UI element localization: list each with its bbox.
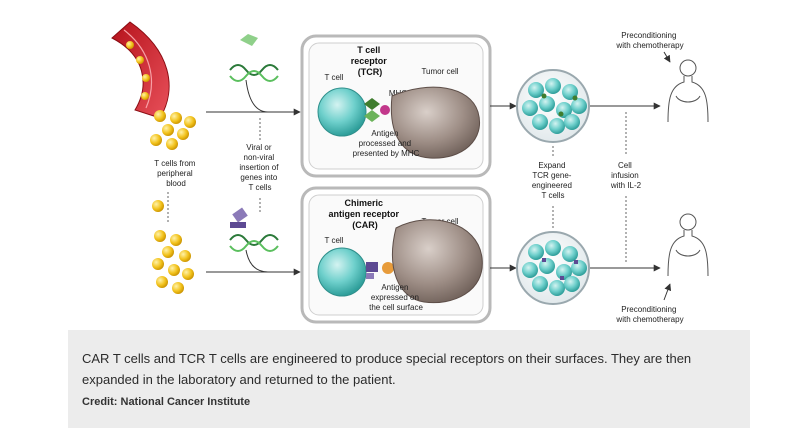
- car-panel: Chimeric antigen receptor (CAR) T cell T…: [300, 186, 492, 324]
- car-t-cell: [317, 247, 367, 297]
- tcr-title: T cell receptor (TCR): [351, 45, 390, 77]
- tcr-t-cell-label: T cell: [325, 73, 344, 82]
- car-antigen-icon: [382, 262, 394, 274]
- figure-caption: CAR T cells and TCR T cells are engineer…: [68, 330, 750, 428]
- tcr-panel: T cell receptor (TCR) T cell Tumor cell …: [300, 34, 492, 178]
- car-t-cell-label: T cell: [325, 236, 344, 245]
- tcr-tumor-cell-label: Tumor cell: [421, 67, 458, 76]
- expand-label: Expand TCR gene- engineered T cells: [532, 161, 574, 200]
- patient-figure-top: [667, 59, 709, 123]
- car-tumor-cell: [392, 219, 483, 304]
- mhc-antigen-icon: [380, 105, 390, 115]
- t-cell-cluster-bottom: [152, 200, 194, 294]
- gene-merge-line-bottom: [245, 249, 269, 273]
- antigen-mhc-label: Antigen processed and presented by MHC: [353, 129, 420, 158]
- gene-merge-line-top: [245, 79, 269, 113]
- preconditioning-top-label: Preconditioning with chemotherapy: [615, 31, 683, 50]
- caption-credit: Credit: National Cancer Institute: [82, 396, 251, 408]
- patient-figure-bottom: [667, 213, 709, 277]
- tcr-tumor-cell: [390, 86, 480, 159]
- preconditioning-arrow-bottom: [663, 283, 672, 301]
- viral-insertion-label: Viral or non-viral insertion of genes in…: [239, 143, 280, 192]
- car-receptor-icon: [366, 262, 378, 279]
- caption-text: CAR T cells and TCR T cells are engineer…: [82, 351, 692, 387]
- tcr-t-cell: [317, 87, 367, 137]
- tcr-receptor-icon: [364, 98, 380, 122]
- t-cells-from-blood-label: T cells from peripheral blood: [154, 159, 197, 188]
- dna-gene-icon-bottom: [229, 207, 279, 252]
- preconditioning-bottom-label: Preconditioning with chemotherapy: [615, 305, 683, 324]
- expansion-dish-top: [516, 69, 590, 143]
- blood-vessel-illustration: [111, 21, 170, 119]
- antigen-surface-label: Antigen expressed on the cell surface: [369, 283, 423, 312]
- t-cell-cluster-top: [150, 110, 196, 150]
- expansion-dish-bottom: [516, 231, 590, 305]
- car-title: Chimeric antigen receptor (CAR): [328, 198, 401, 230]
- dna-gene-icon-top: [229, 34, 279, 82]
- preconditioning-arrow-top: [663, 51, 671, 63]
- cell-infusion-label: Cell infusion with IL-2: [610, 161, 642, 190]
